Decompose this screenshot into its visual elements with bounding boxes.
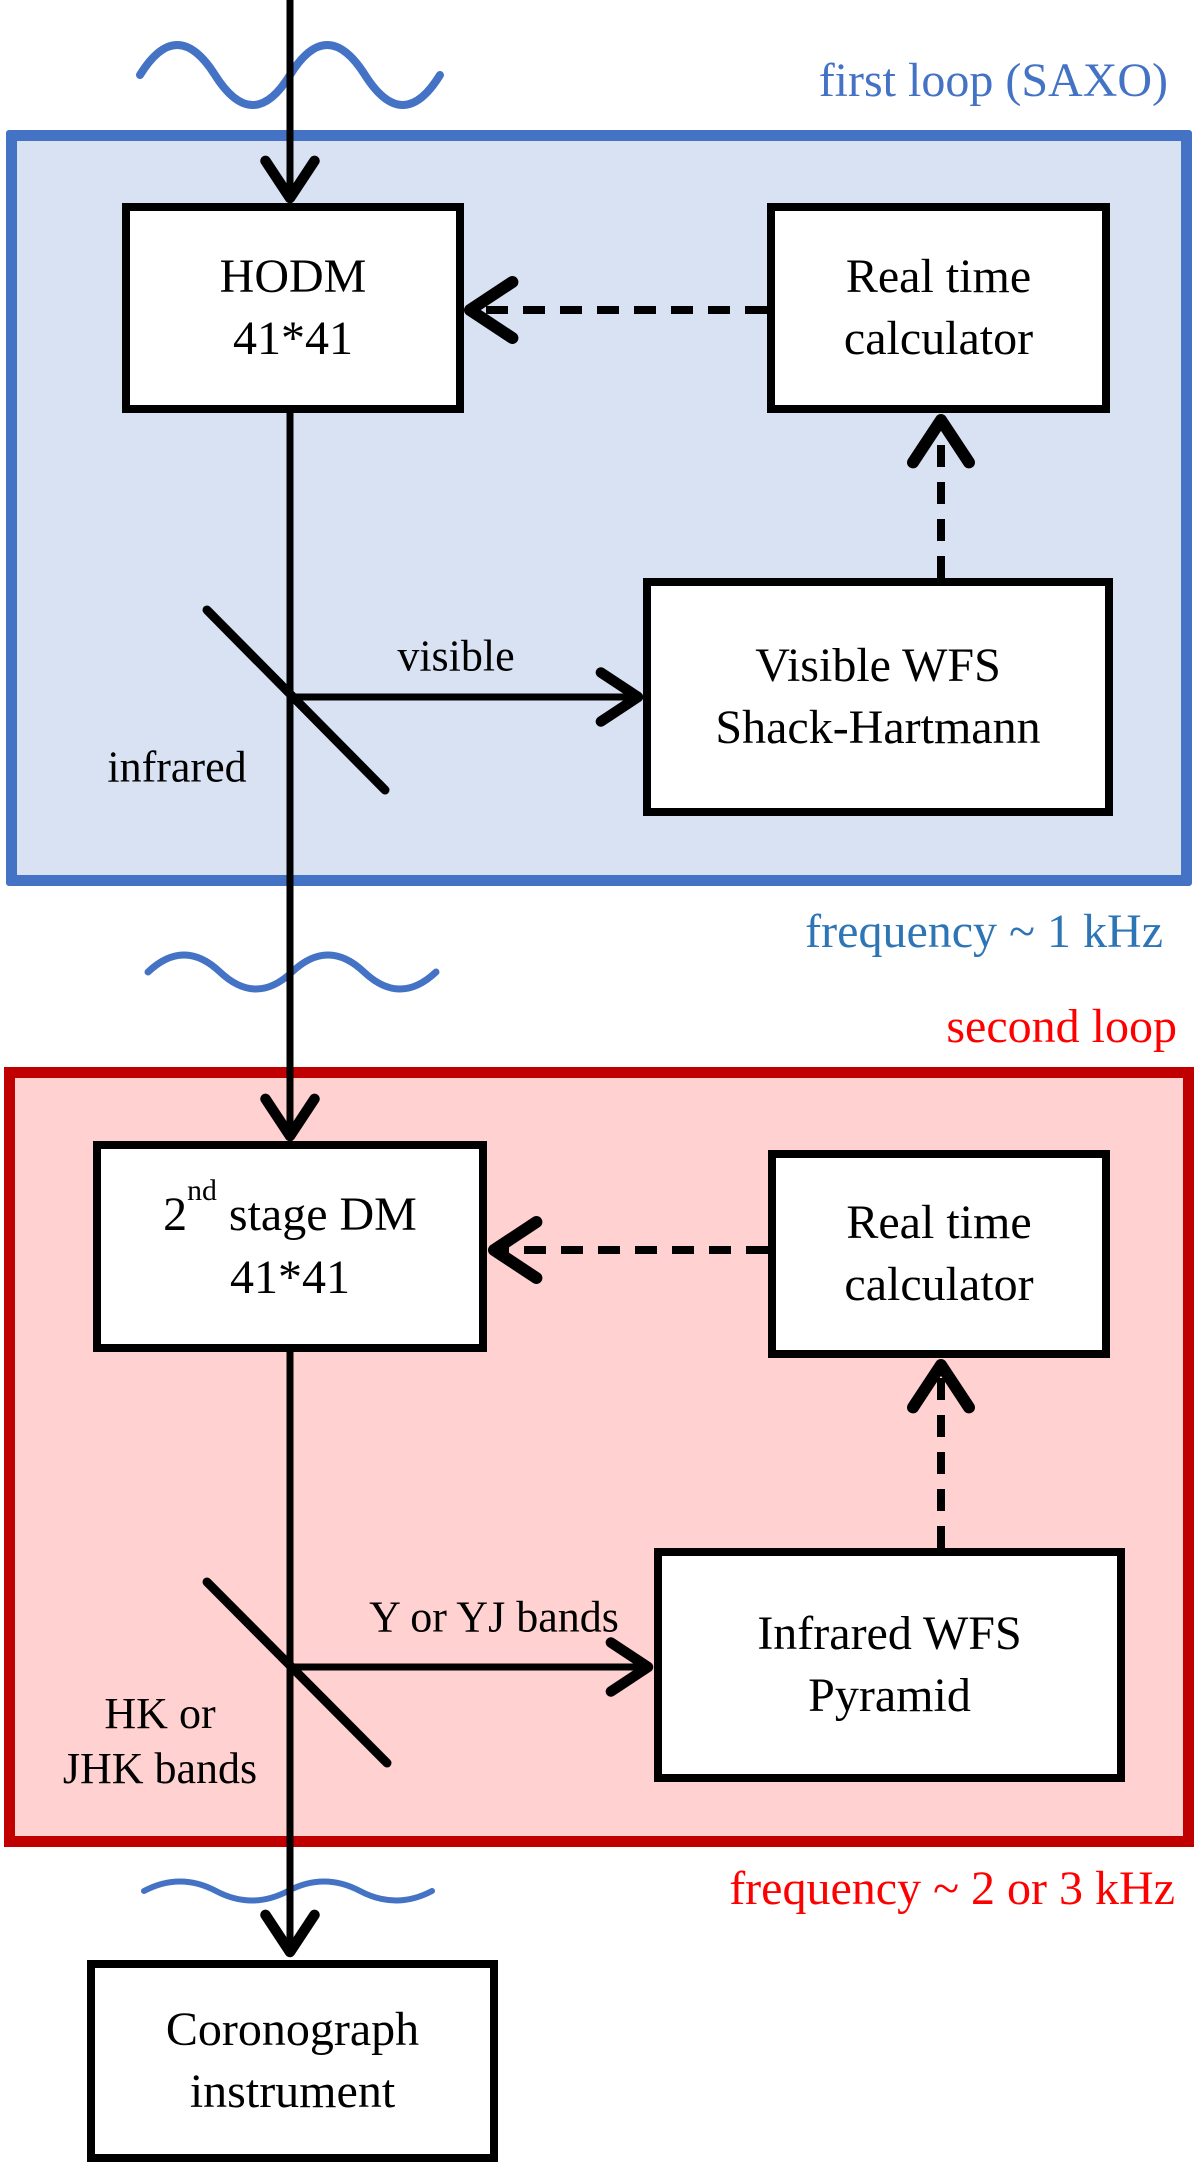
iwfs-label-line2: Pyramid: [808, 1669, 971, 1722]
rtc1-label-line2: calculator: [843, 312, 1034, 365]
dm2-label-line2: 41*41: [230, 1250, 350, 1304]
first-loop-frequency-caption: frequency ~ 1 kHz: [805, 905, 1163, 958]
hodm-box: HODM 41*41: [122, 203, 464, 413]
y-or-yj-bands-label: Y or YJ bands: [369, 1592, 619, 1642]
coro-label-line2: instrument: [189, 2065, 396, 2118]
rtc2-label-line2: calculator: [844, 1258, 1034, 1311]
rtc1-label-line1: Real time: [845, 249, 1032, 303]
dm2-label-line1: 2nd stage DM: [163, 1175, 417, 1246]
coronograph-instrument-box: Coronograph instrument: [87, 1960, 498, 2162]
vwfs-label-line2: Shack-Hartmann: [715, 701, 1041, 754]
coro-label-line1: Coronograph: [165, 2002, 420, 2056]
dm2-label-superscript: nd: [187, 1173, 217, 1207]
hodm-label-line2: 41*41: [233, 312, 353, 365]
second-loop-caption: second loop: [946, 1000, 1177, 1053]
dm2-label-base: 2: [163, 1188, 188, 1242]
hk-or-jhk-line2: JHK bands: [62, 1744, 258, 1793]
visible-wfs-box: Visible WFS Shack-Hartmann: [643, 578, 1113, 816]
beam-splitter-icon-second-loop: [202, 1577, 392, 1768]
first-loop-caption: first loop (SAXO): [818, 54, 1168, 107]
infrared-wfs-box: Infrared WFS Pyramid: [654, 1548, 1125, 1782]
hk-or-jhk-bands-label: HK or JHK bands: [0, 1686, 320, 1796]
second-stage-dm-box: 2nd stage DM 41*41: [93, 1141, 487, 1352]
hodm-label-line1: HODM: [219, 249, 367, 303]
hk-or-jhk-line1: HK or: [104, 1689, 216, 1738]
dm2-label-rest: stage DM: [216, 1188, 417, 1242]
iwfs-label-line1: Infrared WFS: [757, 1606, 1022, 1660]
real-time-calculator-box-first-loop: Real time calculator: [767, 203, 1110, 413]
vwfs-label-line1: Visible WFS: [755, 638, 1001, 692]
rtc2-label-line1: Real time: [846, 1195, 1032, 1249]
second-loop-frequency-caption: frequency ~ 2 or 3 kHz: [729, 1862, 1175, 1915]
visible-beam-label: visible: [397, 631, 515, 681]
real-time-calculator-box-second-loop: Real time calculator: [768, 1150, 1110, 1358]
infrared-beam-label: infrared: [107, 742, 247, 792]
